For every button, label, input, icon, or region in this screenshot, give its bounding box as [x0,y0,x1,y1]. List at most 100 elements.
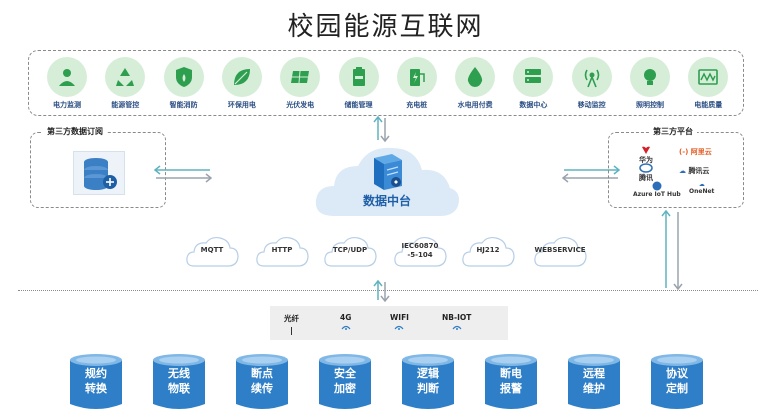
wifi-icon [395,325,404,330]
feature-label-line1: 安全 [334,367,356,380]
protocol-label: IEC60870 -5-104 [401,242,439,259]
feature-label-line2: 判断 [417,382,439,395]
cylinder-shape [568,354,620,409]
data-platform-label: 数据中台 [362,194,411,208]
platform-tencent: 腾讯 [639,163,653,183]
app-icon-circle [280,57,321,97]
server-icon [374,154,402,190]
app-item-7[interactable]: 水电用付费 [447,57,503,110]
feature-label-line1: 无线 [168,367,190,380]
app-icon-circle [688,57,729,97]
app-icon-circle [105,57,146,97]
feature-label: 远程维护 [566,366,622,396]
leaf-icon [233,69,250,85]
app-label: 照明控制 [636,101,664,109]
app-label: 数据中心 [519,101,548,109]
app-item-2[interactable]: 智能消防 [156,57,212,110]
left-box-title: 第三方数据订阅 [43,126,107,137]
feature-label: 断点续传 [234,366,290,396]
nbiot-signal-icon [452,325,462,330]
feature-label-line1: 断点 [251,367,273,380]
app-item-6[interactable]: 充电桩 [389,57,445,110]
feature-label-line2: 报警 [500,382,522,395]
third-party-data-subscription-box: 第三方数据订阅 [30,126,166,208]
platform-huawei: 华为 [639,145,653,165]
waveform-icon [698,69,719,85]
up-down-arrow-top [373,115,390,143]
tencent-cloud-logo-icon: ☁ [679,167,686,175]
recycle-icon [116,68,135,86]
solar-panel-icon [291,70,310,84]
user-monitor-icon [59,69,75,86]
cylinder-shape [153,354,205,409]
app-item-3[interactable]: 环保用电 [214,57,270,110]
azure-logo-icon [652,181,662,191]
conn-4g: 4G [340,313,351,330]
app-item-9[interactable]: 移动监控 [564,57,620,110]
app-icon-circle [163,57,204,97]
app-item-11[interactable]: 电能质量 [680,57,736,110]
cloud-outline-icon [186,236,239,267]
app-label: 能源管控 [111,101,140,109]
feature-cylinder-0: 规约转换 [68,352,124,412]
water-drop-icon [467,67,483,87]
cylinder-shape [485,354,537,409]
protocol-label: WEBSERVICE [534,246,586,254]
cylinder-shape [319,354,371,409]
app-label: 充电桩 [406,101,428,109]
feature-cylinder-4: 逻辑判断 [400,352,456,412]
feature-cylinder-1: 无线物联 [151,352,207,412]
app-item-1[interactable]: 能源管控 [97,57,153,110]
fiber-line-icon [291,327,292,335]
cloud-outline-icon [324,236,377,267]
fire-shield-icon [175,67,192,87]
protocol-cloud-2: TCP/UDP [322,234,378,270]
cylinder-shape [402,354,454,409]
app-icon-circle [396,57,437,97]
app-item-5[interactable]: 储能管理 [331,57,387,110]
signal-icon [341,325,351,330]
protocol-cloud-1: HTTP [254,234,310,270]
protocol-cloud-0: MQTT [184,234,240,270]
app-label: 智能消防 [169,101,198,109]
app-item-8[interactable]: 数据中心 [505,57,561,110]
app-label: 电力监测 [53,101,81,109]
feature-label: 协议定制 [649,366,705,396]
battery-icon [352,67,365,86]
feature-label-line2: 续传 [251,382,273,395]
feature-label-line2: 维护 [583,382,605,395]
connectivity-bar: 光纤 4G WIFI NB-IOT [270,306,508,340]
feature-label-line1: 逻辑 [417,367,439,380]
app-item-4[interactable]: 光伏发电 [272,57,328,110]
platform-aliyun: (-) 阿里云 [679,147,712,157]
feature-cylinder-5: 断电报警 [483,352,539,412]
conn-fiber: 光纤 [284,313,299,335]
cloud-outline-icon [394,236,447,267]
feature-label-line1: 断电 [500,367,522,380]
platform-tencent-cloud: ☁ 腾讯云 [679,166,709,176]
third-party-platform-box: 第三方平台 华为 (-) 阿里云 腾讯 ☁ 腾讯云 Azure IoT Hub … [608,126,744,208]
application-bar: 电力监测 能源管控 智能消防 环保用电光伏发电储能管理充电桩 水电用付费数据中心 移动监控… [28,50,744,116]
database-card [73,151,125,195]
aliyun-logo-icon: (-) [679,148,689,156]
feature-label: 断电报警 [483,366,539,396]
protocol-label: HJ212 [476,246,500,254]
feature-label-line1: 协议 [666,367,688,380]
cloud-outline-icon [534,236,587,267]
app-item-10[interactable]: 照明控制 [622,57,678,110]
onenet-logo-icon: ☁ [698,181,705,188]
page-title: 校园能源互联网 [287,12,484,42]
right-box-title: 第三方平台 [649,126,697,137]
right-bidirectional-arrow [561,165,621,183]
conn-wifi: WIFI [390,313,409,330]
platform-aliyun-label: 阿里云 [690,148,712,156]
app-item-0[interactable]: 电力监测 [39,57,95,110]
cylinder-shape [236,354,288,409]
platform-tencent-cloud-label: 腾讯云 [688,167,710,175]
conn-nbiot-label: NB-IOT [442,313,472,322]
platform-tencent-label: 腾讯 [639,174,653,182]
app-icon-circle [630,57,670,97]
section-divider [18,290,758,291]
feature-label-line2: 加密 [334,382,356,395]
app-label: 移动监控 [577,101,606,109]
